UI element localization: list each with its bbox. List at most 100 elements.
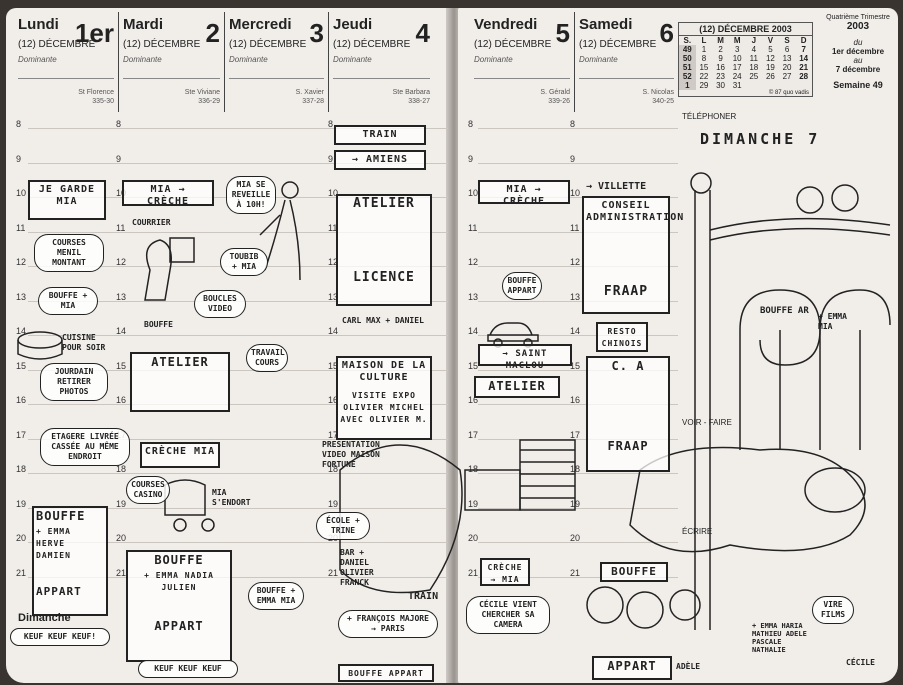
hour-label: 21: [570, 567, 581, 578]
pot-body: [17, 340, 63, 360]
hour-line: [478, 473, 678, 474]
bouffe-guests: + EMMA NADIA JULIEN: [144, 571, 214, 592]
range-au: au: [853, 56, 863, 65]
hour-label: 14: [328, 326, 339, 336]
hour-label: 20: [16, 533, 27, 543]
hour-label: 15: [570, 360, 581, 371]
note-conseil-fraap: CONSEIL ADMINISTRATION FRAAP: [582, 196, 683, 314]
day-header-lundi: Lundi 1er (12) DÉCEMBRE Dominante St Flo…: [14, 12, 118, 112]
voir-faire-label: VOIR - FAIRE: [682, 418, 732, 427]
hour-label: 18: [468, 464, 479, 474]
note-courrier: COURRIER: [132, 218, 171, 227]
calendar-day-cell: 25: [749, 72, 759, 81]
week-number-cell: 1: [679, 81, 696, 90]
person-head: [281, 181, 299, 199]
day-header-mercredi: Mercredi 3 (12) DÉCEMBRE Dominante S. Xa…: [224, 12, 328, 112]
week-number-cell: 51: [679, 63, 696, 72]
hour-label: 13: [570, 291, 581, 302]
hour-label: 13: [16, 291, 27, 302]
hour-label: 17: [16, 429, 27, 440]
calendar-day-cell: 5: [768, 45, 773, 54]
calendar-day-cell: 16: [716, 63, 726, 72]
hour-label: 19: [468, 498, 479, 509]
note-mia-creche: MIA → CRÈCHE: [122, 180, 214, 207]
day-dominante: Dominante: [229, 55, 268, 64]
calendar-day-cell: 6: [784, 45, 790, 54]
note-train-2: TRAIN: [408, 591, 439, 602]
hour-label: 8: [468, 119, 474, 129]
day-number: 1er: [74, 18, 114, 48]
hour-label: 16: [16, 395, 27, 405]
note-carl-max: CARL MAX + DANIEL: [342, 316, 424, 325]
quarter-block: Quatrième Trimestre 2003 du 1er décembre…: [818, 14, 898, 90]
note-ecole: ÉCOLE + TRINE: [316, 512, 370, 540]
calendar-day-cell: 10: [732, 54, 742, 63]
day-header-jeudi: Jeudi 4 (12) DÉCEMBRE Dominante Ste Barb…: [328, 12, 434, 112]
note-courses: COURSES MENIL MONTANT: [34, 234, 104, 272]
hour-label: 12: [328, 257, 339, 267]
day-dominante: Dominante: [123, 55, 162, 64]
hour-label: 19: [16, 498, 27, 509]
hour-label: 13: [468, 291, 479, 302]
hour-label: 14: [570, 326, 581, 336]
note-bouffe-mercredi: BOUFFE + EMMA MIA: [248, 582, 304, 610]
week-number: Semaine 49: [833, 80, 883, 90]
calendar-day-cell: 9: [718, 54, 723, 63]
weekday-header: J: [751, 36, 757, 45]
note-emma-mia: + EMMA MIA: [818, 312, 847, 331]
note-mia-creche-vendredi: MIA → CRÈCHE: [478, 180, 570, 207]
note-mia-endort: MIA S'ENDORT: [212, 488, 251, 507]
hour-label: 18: [116, 464, 127, 474]
note-cuisine: CUISINE POUR SOIR: [62, 333, 106, 352]
hour-label: 16: [328, 395, 339, 405]
note-bouffe-mia: BOUFFE + MIA: [38, 287, 98, 315]
note-jourdain: JOURDAIN RETIRER PHOTOS: [40, 363, 108, 401]
week-number-cell: 52: [679, 72, 696, 81]
day-dominante: Dominante: [18, 55, 57, 64]
calendar-day-cell: 3: [734, 45, 740, 54]
header-rule: [474, 78, 570, 79]
saint-code: 340-25: [652, 98, 674, 105]
clutter-pile: [339, 444, 463, 594]
hour-label: 21: [16, 567, 27, 578]
hour-label: 14: [468, 326, 479, 336]
hour-label: 12: [468, 257, 479, 267]
day-number: 2: [205, 18, 220, 48]
day-month: (12) DÉCEMBRE: [333, 39, 411, 50]
sleeping-person-head: [804, 467, 866, 513]
hour-line: [478, 266, 678, 267]
weekday-header: M: [717, 36, 724, 45]
calendar-day-cell: 30: [716, 81, 726, 90]
weekday-header: D: [800, 36, 807, 45]
hour-line: [28, 473, 448, 474]
calendar-day-cell: 23: [716, 72, 726, 81]
note-creche-mia-vendredi: CRÈCHE → MIA: [480, 558, 530, 586]
ecrire-label: ÉCRIRE: [682, 527, 713, 536]
hour-label: 20: [570, 533, 581, 543]
day-number: 5: [555, 18, 570, 48]
hour-label: 11: [570, 222, 580, 233]
hour-label: 10: [328, 188, 339, 198]
car-icon: [487, 322, 539, 342]
calendar-day-cell: 31: [732, 81, 742, 90]
note-bouffe-appart-mardi: BOUFFE + EMMA NADIA JULIEN APPART: [126, 550, 232, 662]
calendar-day-cell: 1: [701, 45, 707, 54]
hour-line: [478, 576, 678, 578]
note-atelier-mardi: ATELIER: [130, 352, 230, 412]
mini-calendar-title: (12) DÉCEMBRE 2003: [679, 23, 812, 36]
face-icon-2: [831, 184, 859, 212]
duvet-sketch: [629, 446, 866, 553]
note-keuf-lundi: KEUF KEUF KEUF!: [10, 628, 110, 646]
day-number: 4: [415, 18, 430, 48]
note-amiens: → AMIENS: [334, 150, 426, 170]
stroller-icon: [164, 479, 206, 516]
day-month: (12) DÉCEMBRE: [123, 39, 201, 50]
ca-label: C. A: [611, 359, 645, 373]
